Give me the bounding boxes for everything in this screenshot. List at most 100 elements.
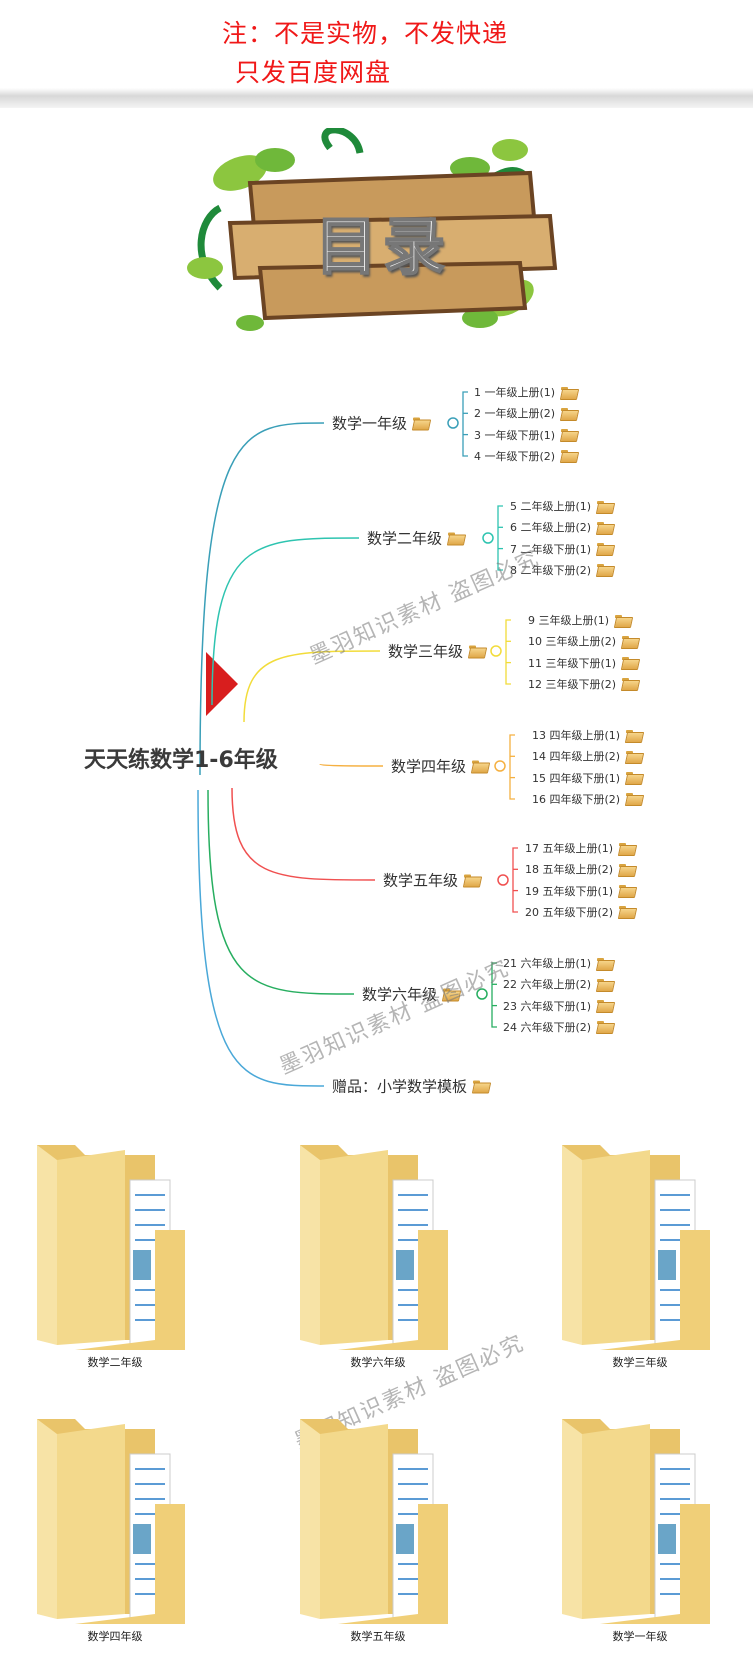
leaf-item[interactable]: 4 一年级下册(2) — [474, 448, 576, 464]
leaf-label: 24 六年级下册(2) — [503, 1020, 592, 1034]
leaf-label: 7 二年级下册(1) — [510, 542, 592, 556]
branch-connector — [211, 537, 360, 706]
branch-label: 数学一年级 — [332, 414, 408, 433]
folder-icon — [561, 386, 576, 398]
folder-icon — [626, 750, 641, 762]
leaf-item[interactable]: 7 二年级下册(1) — [510, 541, 612, 557]
branch-node[interactable]: 数学三年级 — [388, 641, 484, 662]
leaf-item[interactable]: 14 四年级上册(2) — [532, 748, 641, 764]
folder-icon — [615, 614, 630, 626]
leaf-item[interactable]: 10 三年级上册(2) — [528, 633, 637, 649]
folder-item[interactable]: 数学三年级 — [560, 1140, 720, 1369]
folder-item[interactable]: 数学二年级 — [35, 1140, 195, 1369]
branch-connector — [199, 422, 325, 776]
branch-node[interactable]: 数学二年级 — [367, 528, 463, 549]
branch-label: 数学四年级 — [391, 757, 467, 776]
folder-icon — [464, 874, 479, 886]
leaf-item[interactable]: 18 五年级上册(2) — [525, 861, 634, 877]
bracket — [497, 505, 503, 571]
branch-label: 赠品：小学数学模板 — [332, 1077, 468, 1096]
leaf-item[interactable]: 5 二年级上册(1) — [510, 498, 612, 514]
folder-icon — [597, 521, 612, 533]
leaf-label: 19 五年级下册(1) — [525, 884, 614, 898]
leaf-label: 11 三年级下册(1) — [528, 656, 617, 670]
leaf-item[interactable]: 2 一年级上册(2) — [474, 405, 576, 421]
leaf-item[interactable]: 23 六年级下册(1) — [503, 998, 612, 1014]
folder-item[interactable]: 数学一年级 — [560, 1414, 720, 1643]
notice-line-1: 注：不是实物，不发快递 — [222, 19, 509, 48]
leaf-item[interactable]: 17 五年级上册(1) — [525, 840, 634, 856]
folder-label: 数学六年级 — [350, 1356, 406, 1369]
folder-label: 数学五年级 — [350, 1630, 406, 1643]
collapse-toggle-icon[interactable] — [494, 760, 506, 772]
leaf-label: 15 四年级下册(1) — [532, 771, 621, 785]
branch-connector — [231, 787, 376, 881]
folder-icon — [561, 429, 576, 440]
folder-icon — [597, 564, 612, 575]
folder-icon — [597, 957, 612, 969]
folder-icon — [37, 1145, 185, 1350]
branch-label: 数学三年级 — [388, 642, 464, 661]
folder-icon — [626, 772, 641, 783]
branch-node[interactable]: 数学五年级 — [383, 870, 479, 891]
leaf-item[interactable]: 16 四年级下册(2) — [532, 791, 641, 807]
bracket — [512, 847, 518, 913]
leaf-item[interactable]: 24 六年级下册(2) — [503, 1019, 612, 1035]
folder-icon — [619, 906, 634, 917]
mindmap-root[interactable]: 天天练数学1-6年级 — [84, 748, 278, 773]
leaf-item[interactable]: 20 五年级下册(2) — [525, 904, 634, 920]
folder-label: 数学三年级 — [612, 1356, 668, 1369]
folder-item[interactable]: 数学五年级 — [298, 1414, 458, 1643]
branch-label: 数学二年级 — [367, 529, 443, 548]
leaf-label: 9 三年级上册(1) — [528, 614, 610, 627]
leaf-item[interactable]: 3 一年级下册(1) — [474, 427, 576, 443]
folder-icon — [300, 1419, 448, 1624]
collapse-toggle-icon[interactable] — [497, 874, 509, 886]
collapse-toggle-icon[interactable] — [482, 532, 494, 544]
folder-icon — [622, 635, 637, 647]
folder-item[interactable]: 数学六年级 — [298, 1140, 458, 1369]
branch-node[interactable]: 数学六年级 — [362, 984, 458, 1005]
branch-label: 数学五年级 — [383, 871, 459, 890]
folder-icon — [300, 1145, 448, 1350]
folder-icon — [619, 842, 634, 854]
leaf-item[interactable]: 12 三年级下册(2) — [528, 676, 637, 692]
leaf-label: 2 一年级上册(2) — [474, 407, 556, 421]
leaf-label: 13 四年级上册(1) — [532, 729, 621, 742]
folder-label: 数学二年级 — [87, 1356, 143, 1369]
branch-node[interactable]: 数学一年级 — [332, 413, 428, 434]
leaf-item[interactable]: 11 三年级下册(1) — [528, 655, 637, 671]
collapse-toggle-icon[interactable] — [476, 988, 488, 1000]
leaf-item[interactable]: 8 二年级下册(2) — [510, 562, 612, 578]
folder-icon — [561, 450, 576, 461]
leaf-item[interactable]: 6 二年级上册(2) — [510, 519, 612, 535]
folder-label: 数学四年级 — [87, 1630, 143, 1643]
leaf-item[interactable]: 19 五年级下册(1) — [525, 883, 634, 899]
leaf-item[interactable]: 22 六年级上册(2) — [503, 976, 612, 992]
leaf-item[interactable]: 21 六年级上册(1) — [503, 955, 612, 971]
leaf-label: 18 五年级上册(2) — [525, 863, 614, 877]
leaf-label: 5 二年级上册(1) — [510, 500, 592, 513]
collapse-toggle-icon[interactable] — [447, 417, 459, 429]
leaf-label: 22 六年级上册(2) — [503, 978, 592, 992]
vine-leaves-icon — [187, 126, 558, 331]
collapse-toggle-icon[interactable] — [490, 645, 502, 657]
bracket — [509, 734, 515, 800]
folder-icon — [37, 1419, 185, 1624]
folder-icon — [619, 863, 634, 875]
folder-icon — [597, 543, 612, 554]
bracket — [462, 391, 468, 457]
folder-item[interactable]: 数学四年级 — [35, 1414, 195, 1643]
leaf-item[interactable]: 9 三年级上册(1) — [528, 612, 630, 628]
leaf-label: 1 一年级上册(1) — [474, 386, 556, 399]
leaf-label: 12 三年级下册(2) — [528, 677, 617, 691]
branch-node[interactable]: 数学四年级 — [391, 756, 487, 777]
leaf-item[interactable]: 1 一年级上册(1) — [474, 384, 576, 400]
mindmap-connectors — [197, 391, 518, 1087]
folder-icon — [619, 885, 634, 896]
leaf-item[interactable]: 15 四年级下册(1) — [532, 770, 641, 786]
folder-icon — [561, 407, 576, 419]
folder-icon — [626, 729, 641, 741]
leaf-item[interactable]: 13 四年级上册(1) — [532, 727, 641, 743]
branch-node[interactable]: 赠品：小学数学模板 — [332, 1076, 488, 1097]
